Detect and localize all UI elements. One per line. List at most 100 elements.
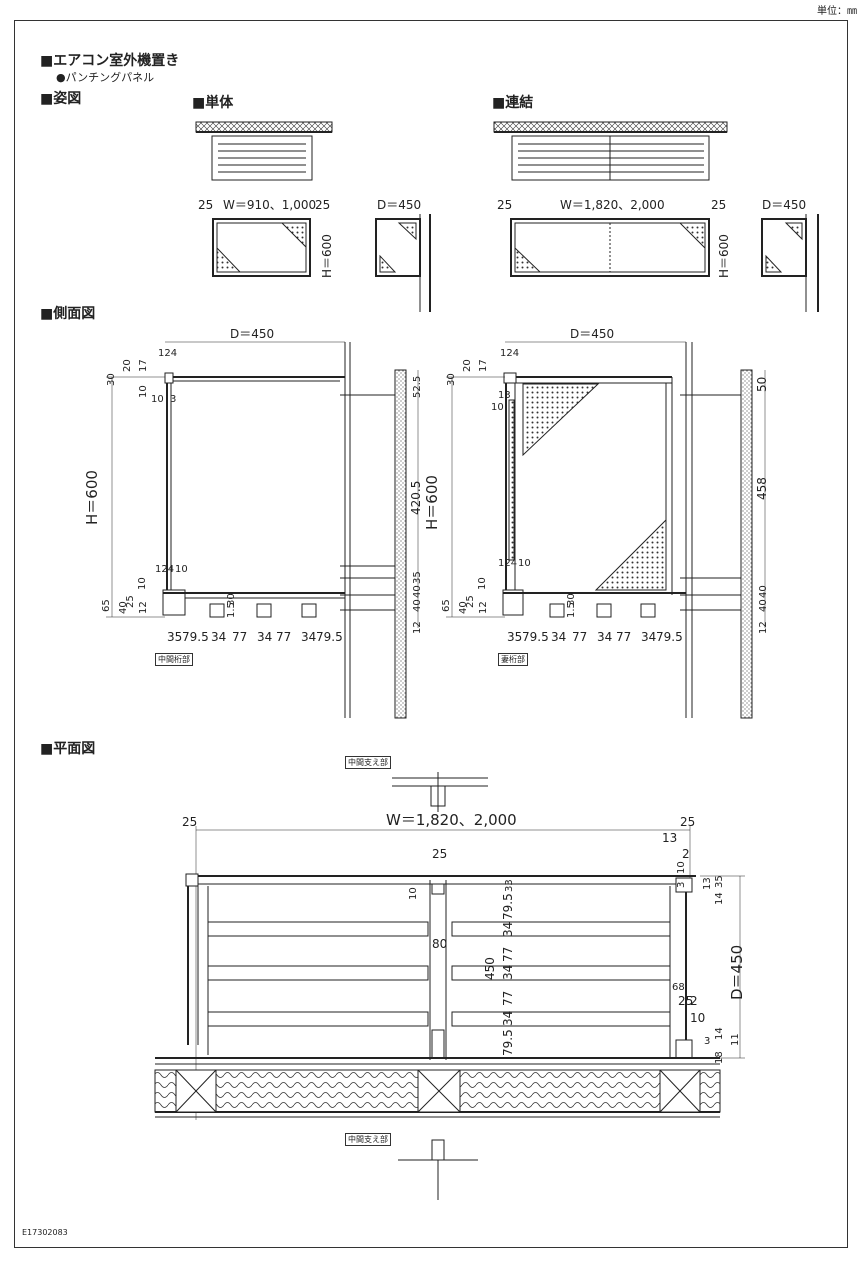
plan-25b: 25 [678, 994, 693, 1008]
document-id: E17302083 [22, 1228, 68, 1237]
dim-52-5: 52.5 [412, 376, 423, 398]
plan-v-79-5b: 79.5 [501, 1029, 515, 1056]
dim-65: 65 [101, 599, 112, 612]
dim-h79-5b: 79.5 [316, 630, 343, 644]
dim-1-5: 1.5 [226, 602, 237, 618]
side-left-h: H＝600 [83, 470, 101, 525]
linked-25-left: 25 [497, 198, 512, 212]
appearance-heading: ■姿図 [40, 91, 82, 107]
plan-13: 13 [662, 831, 677, 845]
dim-rh79-5b: 79.5 [656, 630, 683, 644]
dim-r-65: 65 [441, 599, 452, 612]
plan-18: 18 [714, 1051, 725, 1064]
plan-68: 68 [672, 982, 685, 993]
dim-124b: 124 [155, 564, 174, 575]
dim-r-13: 13 [498, 390, 511, 401]
linked-front [510, 218, 710, 277]
plan-v-79-5a: 79.5 [501, 893, 515, 920]
dim-rh79-5a: 79.5 [522, 630, 549, 644]
plan-2: 2 [682, 847, 690, 861]
plan-25-center: 25 [432, 847, 447, 861]
side-right-d: D＝450 [570, 327, 614, 341]
dim-h34c: 34 [301, 630, 316, 644]
single-d-dim: D＝450 [377, 198, 421, 212]
linked-25-right: 25 [711, 198, 726, 212]
linked-h-dim: H＝600 [717, 234, 731, 278]
dim-10b: 10 [151, 394, 164, 405]
plan-v-34c: 34 [501, 1011, 515, 1026]
single-h-dim: H＝600 [320, 234, 334, 278]
dim-10d: 10 [137, 577, 148, 590]
dim-10a: 10 [138, 385, 149, 398]
drawing-frame [14, 20, 848, 1248]
middle-beam-label: 中間桁部 [155, 653, 193, 666]
plan-v-34b: 34 [501, 965, 515, 980]
dim-rh34b: 34 [597, 630, 612, 644]
side-left-d: D＝450 [230, 327, 274, 341]
plan-10-left: 10 [408, 887, 419, 900]
dim-40a: 40 [412, 585, 423, 598]
dim-r-20: 20 [462, 359, 473, 372]
plan-d-dim: D＝450 [728, 945, 746, 1000]
linked-w-dim: W＝1,820、2,000 [560, 198, 665, 212]
dim-r-10c: 10 [518, 558, 531, 569]
plan-25-right: 25 [680, 815, 695, 829]
plan-35: 35 [714, 875, 725, 888]
side-right-h: H＝600 [423, 475, 441, 530]
dim-r-30b: 30 [566, 593, 577, 606]
dim-h77a: 77 [232, 630, 247, 644]
plan-v-34a: 34 [501, 922, 515, 937]
dim-30b: 30 [226, 593, 237, 606]
dim-r-40a: 40 [758, 585, 769, 598]
dim-r-40b: 40 [758, 599, 769, 612]
dim-12: 12 [412, 621, 423, 634]
plan-3-top: 3 [676, 882, 687, 888]
dim-rh77b: 77 [616, 630, 631, 644]
linked-elevation [493, 121, 728, 181]
single-25-right: 25 [315, 198, 330, 212]
side-view-left [106, 341, 419, 719]
plan-13-r: 13 [702, 877, 713, 890]
dim-r-12: 12 [758, 621, 769, 634]
dim-12b: 12 [138, 601, 149, 614]
plan-25-left: 25 [182, 815, 197, 829]
dim-30: 30 [106, 373, 117, 386]
unit-label: 単位：㎜ [817, 6, 857, 17]
dim-r-458: 458 [755, 477, 769, 500]
dim-r-124b: 124 [498, 558, 517, 569]
panel-type-label: ●パンチングパネル [56, 71, 155, 84]
plan-w-dim: W＝1,820、2,000 [386, 811, 517, 829]
linked-d-dim: D＝450 [762, 198, 806, 212]
dim-h34a: 34 [211, 630, 226, 644]
plan-80: 80 [432, 937, 447, 951]
end-beam-label: 妻桁部 [498, 653, 528, 666]
plan-v-33: 33 [504, 879, 515, 892]
side-view-right [446, 341, 766, 719]
dim-17: 17 [138, 359, 149, 372]
single-elevation [195, 121, 333, 181]
dim-r-10d: 10 [477, 577, 488, 590]
linked-heading: ■連結 [492, 95, 534, 111]
plan-view-heading: ■平面図 [40, 741, 96, 757]
dim-h35: 35 [167, 630, 182, 644]
dim-r-25: 25 [465, 595, 476, 608]
dim-r-17: 17 [478, 359, 489, 372]
dim-r-50: 50 [755, 377, 769, 392]
single-side [375, 214, 431, 312]
middle-support-label-bottom: 中間支え部 [345, 1133, 391, 1146]
dim-h79-5a: 79.5 [182, 630, 209, 644]
dim-40c: 40 [118, 601, 129, 614]
linked-side [761, 214, 819, 312]
dim-rh77a: 77 [572, 630, 587, 644]
plan-view [154, 772, 745, 1200]
dim-r-40c: 40 [458, 601, 469, 614]
plan-11: 11 [730, 1033, 741, 1046]
plan-10b: 10 [690, 1011, 705, 1025]
plan-14b: 14 [714, 1027, 725, 1040]
dim-r-30: 30 [446, 373, 457, 386]
plan-3b: 3 [704, 1036, 710, 1047]
dim-rh34a: 34 [551, 630, 566, 644]
dim-420-5: 420.5 [409, 481, 423, 515]
dim-20: 20 [122, 359, 133, 372]
